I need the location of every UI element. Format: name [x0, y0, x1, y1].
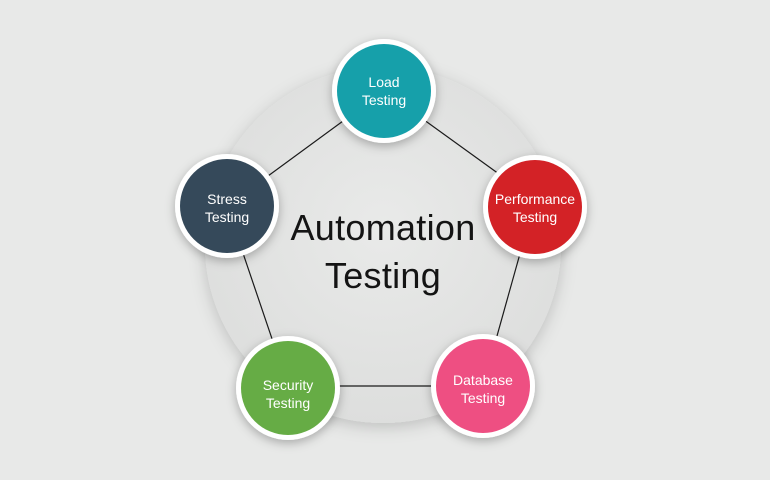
label-stress-testing: Stress Testing [177, 190, 277, 226]
diagram-title-line1: Automation [290, 207, 476, 248]
node-stress-circle [180, 159, 274, 253]
label-performance-testing: Performance Testing [485, 190, 585, 226]
node-load-circle [337, 44, 431, 138]
label-load-line2: Testing [361, 92, 407, 108]
node-performance-circle [488, 160, 582, 254]
node-security-testing [236, 336, 340, 440]
node-security-circle [241, 341, 335, 435]
label-database-line1: Database [453, 372, 513, 388]
central-hub-circle [205, 67, 561, 423]
diagram-title: Automation Testing [233, 204, 533, 300]
label-security-line1: Security [262, 377, 314, 393]
node-performance-testing [483, 155, 587, 259]
label-security-testing: Security Testing [238, 376, 338, 412]
label-database-line2: Testing [460, 390, 506, 406]
label-load-testing: Load Testing [334, 73, 434, 109]
node-load-testing [332, 39, 436, 143]
node-stress-testing [175, 154, 279, 258]
label-load-line1: Load [368, 74, 400, 90]
node-database-circle [436, 339, 530, 433]
label-performance-line2: Testing [512, 209, 558, 225]
label-stress-line2: Testing [204, 209, 250, 225]
label-performance-line1: Performance [494, 191, 576, 207]
diagram-title-line2: Testing [324, 255, 442, 296]
label-database-testing: Database Testing [433, 371, 533, 407]
node-database-testing [431, 334, 535, 438]
label-security-line2: Testing [265, 395, 311, 411]
label-stress-line1: Stress [207, 191, 247, 207]
